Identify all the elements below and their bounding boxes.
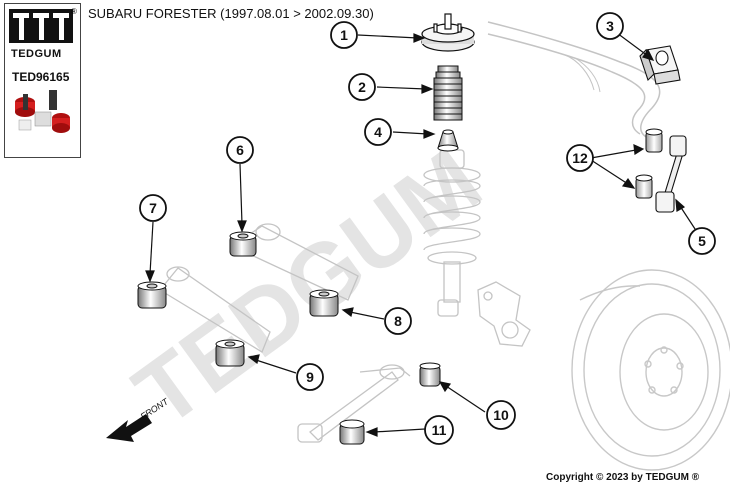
svg-text:4: 4 (374, 124, 382, 140)
callout-2: 2 (348, 73, 376, 101)
svg-text:1: 1 (340, 27, 348, 43)
svg-text:5: 5 (698, 233, 706, 249)
strut-assembly (423, 149, 481, 317)
tedgum-logo-icon (9, 9, 73, 133)
lower-lateral-arm (159, 266, 271, 353)
trailing-link (297, 364, 411, 443)
callout-6: 6 (226, 136, 254, 164)
copyright-notice: Copyright © 2023 by TEDGUM ® (546, 472, 700, 483)
callout-10: 10 (486, 400, 516, 430)
svg-text:9: 9 (306, 369, 314, 385)
callout-3: 3 (596, 12, 624, 40)
steering-knuckle (477, 281, 531, 347)
product-thumbnail (15, 90, 70, 133)
svg-text:3: 3 (606, 18, 614, 34)
leader-lines (145, 32, 698, 437)
dust-boot (433, 65, 463, 121)
bushing-10 (419, 362, 441, 387)
callout-8: 8 (384, 307, 412, 335)
bump-stop (437, 129, 459, 152)
callout-11: 11 (424, 415, 454, 445)
stabilizer-link (655, 135, 687, 213)
bushing-6 (229, 231, 257, 257)
link-bushing-upper (645, 128, 663, 153)
callout-7: 7 (139, 194, 167, 222)
svg-text:8: 8 (394, 313, 402, 329)
svg-text:12: 12 (572, 150, 588, 166)
callout-12: 12 (566, 144, 594, 172)
stabilizer-bushing (639, 45, 681, 85)
brand-name: TEDGUM (11, 48, 62, 60)
callout-1: 1 (330, 21, 358, 49)
callout-5: 5 (688, 227, 716, 255)
registered-mark: ® (71, 7, 77, 16)
wheel (571, 269, 730, 471)
callout-4: 4 (364, 118, 392, 146)
logo-panel: ® TEDGUM TED96165 (4, 3, 81, 158)
svg-text:6: 6 (236, 142, 244, 158)
svg-text:2: 2 (358, 79, 366, 95)
bushing-7 (137, 281, 167, 309)
bushing-11 (339, 419, 365, 445)
strut-top-mount (421, 13, 475, 52)
page-title: SUBARU FORESTER (1997.08.01 > 2002.09.30… (88, 6, 374, 21)
bushing-9 (215, 339, 245, 367)
callout-9: 9 (296, 363, 324, 391)
svg-text:7: 7 (149, 200, 157, 216)
svg-text:11: 11 (432, 422, 447, 438)
product-code: TED96165 (12, 70, 70, 84)
link-bushing-lower (635, 174, 653, 199)
bushing-8 (309, 289, 339, 317)
stabilizer-bar (487, 21, 661, 139)
watermark-text: TEDGUM (117, 129, 499, 446)
svg-text:10: 10 (493, 407, 509, 423)
